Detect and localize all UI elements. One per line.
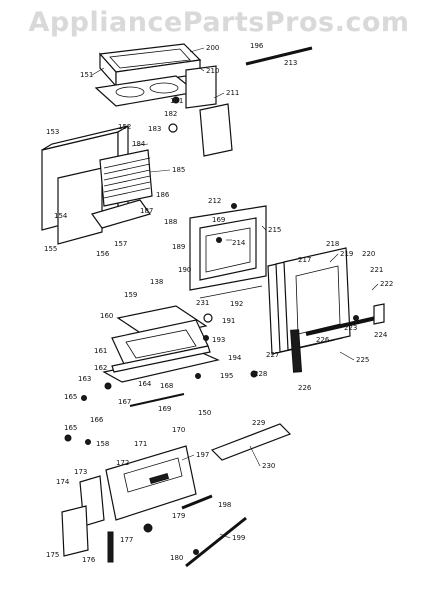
outer-door-assembly xyxy=(267,247,385,373)
callout-label: 155 xyxy=(44,245,57,253)
callout-label: 223 xyxy=(344,324,357,332)
callout-label: 165 xyxy=(64,424,77,432)
callout-label: 180 xyxy=(170,554,183,562)
callout-label: 218 xyxy=(326,240,339,248)
callout-label: 175 xyxy=(46,551,59,559)
callout-label: 184 xyxy=(132,140,146,148)
callout-label: 191 xyxy=(222,317,235,325)
callout-label: 156 xyxy=(96,250,110,258)
leader-lines xyxy=(91,47,379,539)
callout-label: 198 xyxy=(218,501,231,509)
rod-213 xyxy=(245,46,313,66)
callout-label: 165 xyxy=(64,393,77,401)
callout-label: 167 xyxy=(118,398,131,406)
callout-label: 193 xyxy=(212,336,225,344)
callout-label: 222 xyxy=(380,280,393,288)
callout-label: 168 xyxy=(160,382,173,390)
callout-label: 228 xyxy=(254,370,267,378)
callout-label: 226 xyxy=(298,384,312,392)
callout-label: 215 xyxy=(268,226,281,234)
callout-label: 196 xyxy=(250,42,264,50)
callout-label: 230 xyxy=(262,462,275,470)
callout-label: 186 xyxy=(156,191,170,199)
callout-label: 210 xyxy=(206,67,219,75)
callout-label: 211 xyxy=(226,89,239,97)
callout-label: 183 xyxy=(148,125,161,133)
callout-label: 231 xyxy=(196,299,209,307)
callout-label: 194 xyxy=(228,354,242,362)
callout-label: 162 xyxy=(94,364,107,372)
callout-label: 225 xyxy=(356,356,369,364)
oven-body xyxy=(41,124,153,245)
callout-label: 159 xyxy=(124,291,137,299)
callout-label: 166 xyxy=(90,416,104,424)
callout-label: 214 xyxy=(232,239,246,247)
callout-label: 229 xyxy=(252,419,265,427)
control-assembly xyxy=(102,305,220,407)
callout-label: 169 xyxy=(212,216,225,224)
callout-label: 217 xyxy=(298,256,311,264)
callout-label: 199 xyxy=(232,534,245,542)
callout-label: 220 xyxy=(362,250,375,258)
callout-label: 187 xyxy=(140,207,153,215)
callout-label: 197 xyxy=(196,451,209,459)
callout-label: 226 xyxy=(316,336,330,344)
callout-label: 169 xyxy=(158,405,171,413)
callout-label: 153 xyxy=(46,128,59,136)
callout-label: 181 xyxy=(170,97,183,105)
callout-label: 173 xyxy=(74,468,87,476)
cooktop-assembly xyxy=(94,43,233,157)
callout-label: 190 xyxy=(178,266,191,274)
callout-label: 152 xyxy=(118,123,131,131)
callout-label: 189 xyxy=(172,243,185,251)
callout-label: 138 xyxy=(150,278,163,286)
callout-label: 185 xyxy=(172,166,185,174)
callout-label: 177 xyxy=(120,536,133,544)
fasteners xyxy=(64,96,359,555)
callout-label: 172 xyxy=(116,459,129,467)
callout-label: 227 xyxy=(266,351,279,359)
callout-label: 224 xyxy=(374,331,388,339)
callout-label: 192 xyxy=(230,300,243,308)
callout-label: 176 xyxy=(82,556,96,564)
drawer-assembly xyxy=(61,423,292,568)
callout-label: 188 xyxy=(164,218,177,226)
callout-label: 150 xyxy=(198,409,211,417)
callout-label: 164 xyxy=(138,380,152,388)
callout-labels: 200 210 151 181 182 183 211 196 213 153 … xyxy=(44,42,393,564)
callout-label: 174 xyxy=(56,478,70,486)
callout-label: 179 xyxy=(172,512,185,520)
inner-door-panel xyxy=(189,205,267,299)
callout-label: 171 xyxy=(134,440,147,448)
callout-label: 200 xyxy=(206,44,219,52)
callout-label: 158 xyxy=(96,440,109,448)
callout-label: 157 xyxy=(114,240,127,248)
watermark: AppliancePartsPros.com xyxy=(28,7,410,38)
callout-label: 170 xyxy=(172,426,185,434)
callout-label: 212 xyxy=(208,197,221,205)
callout-label: 160 xyxy=(100,312,113,320)
callout-label: 221 xyxy=(370,266,383,274)
callout-label: 195 xyxy=(220,372,233,380)
callout-label: 182 xyxy=(164,110,177,118)
callout-label: 154 xyxy=(54,212,68,220)
callout-label: 151 xyxy=(80,71,93,79)
callout-label: 213 xyxy=(284,59,297,67)
callout-label: 163 xyxy=(78,375,91,383)
callout-label: 161 xyxy=(94,347,107,355)
callout-label: 219 xyxy=(340,250,353,258)
